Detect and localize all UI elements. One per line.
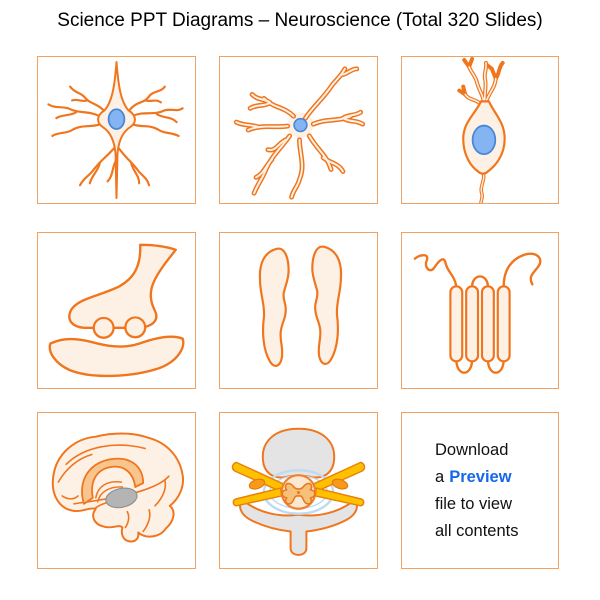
download-line-4: all contents	[435, 521, 519, 540]
astrocyte-neuron-icon	[233, 66, 366, 200]
page-title: Science PPT Diagrams – Neuroscience (Tot…	[57, 10, 543, 31]
bipolar-neuron-icon	[457, 57, 506, 203]
brain-sagittal-icon	[51, 432, 185, 543]
cell-brain-sagittal	[37, 412, 196, 569]
download-line-3: file to view	[435, 494, 513, 513]
download-line-1: Download	[435, 440, 509, 459]
cell-multipolar-neuron	[37, 56, 196, 204]
membrane-receptor-icon	[413, 252, 542, 374]
cell-spinal-cord-cross-section	[219, 412, 378, 569]
cell-astrocyte-neuron	[219, 56, 378, 204]
synapse-icon	[48, 243, 185, 378]
preview-link[interactable]: Preview	[449, 467, 512, 486]
cell-synapse	[37, 232, 196, 389]
thalamus-icon	[258, 245, 343, 367]
multipolar-neuron-icon	[47, 60, 184, 200]
cell-bipolar-neuron	[401, 56, 559, 204]
cell-thalamus	[219, 232, 378, 389]
cell-membrane-receptor	[401, 232, 559, 389]
spinal-cord-cross-section-icon	[231, 427, 366, 556]
download-line-2-prefix: a	[435, 467, 445, 486]
